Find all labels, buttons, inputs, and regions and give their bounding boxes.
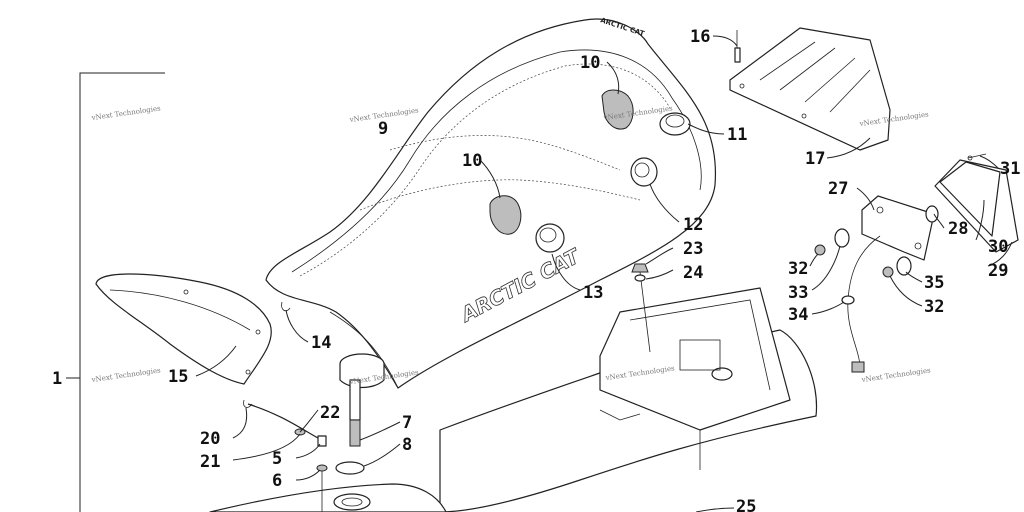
watermark: vNext Technologies bbox=[90, 104, 161, 122]
callout-10-upper: 10 bbox=[580, 53, 600, 73]
clip-14 bbox=[281, 301, 291, 312]
callout-12: 12 bbox=[683, 215, 703, 235]
callout-22: 22 bbox=[320, 403, 340, 423]
knob-13 bbox=[535, 223, 565, 253]
callout-32-left: 32 bbox=[788, 259, 808, 279]
knob-11 bbox=[659, 112, 691, 136]
seat-handle-lower bbox=[489, 195, 522, 235]
callout-10-lower: 10 bbox=[462, 151, 482, 171]
grommet-6 bbox=[316, 464, 328, 512]
assembly-bracket bbox=[66, 72, 165, 512]
fuel-tank bbox=[209, 483, 447, 512]
callout-9: 9 bbox=[378, 119, 388, 139]
callout-23: 23 bbox=[683, 239, 703, 259]
fitting-5 bbox=[317, 435, 327, 447]
callout-6: 6 bbox=[272, 471, 282, 491]
callout-11: 11 bbox=[727, 125, 747, 145]
nut-32-left bbox=[814, 244, 826, 256]
taillight-wiring bbox=[841, 235, 881, 373]
callout-32-right: 32 bbox=[924, 297, 944, 317]
nut-32-right bbox=[882, 266, 894, 278]
callout-27: 27 bbox=[828, 179, 848, 199]
storage-tray bbox=[439, 287, 818, 512]
vent-hose bbox=[243, 399, 319, 439]
callout-numbers: 1 5 6 7 8 9 10 10 11 12 13 14 15 16 17 2… bbox=[52, 27, 1020, 512]
callout-17: 17 bbox=[805, 149, 825, 169]
washer-33 bbox=[834, 228, 850, 248]
callout-15: 15 bbox=[168, 367, 188, 387]
callout-30: 30 bbox=[988, 237, 1008, 257]
watermark: vNext Technologies bbox=[90, 366, 161, 384]
o-ring-8 bbox=[335, 461, 365, 475]
callout-13: 13 bbox=[583, 283, 603, 303]
taillight-plate bbox=[861, 195, 935, 261]
seat-handle-upper bbox=[601, 89, 634, 130]
callout-21: 21 bbox=[200, 452, 220, 472]
callout-7: 7 bbox=[402, 413, 412, 433]
callout-35: 35 bbox=[924, 273, 944, 293]
callout-20: 20 bbox=[200, 429, 220, 449]
callout-14: 14 bbox=[311, 333, 331, 353]
tail-bracket bbox=[729, 27, 891, 151]
washer-24 bbox=[634, 274, 646, 282]
taillight-housing bbox=[934, 159, 1019, 253]
callout-33: 33 bbox=[788, 283, 808, 303]
callout-28: 28 bbox=[948, 219, 968, 239]
screw-16 bbox=[734, 30, 741, 63]
callout-24: 24 bbox=[683, 263, 703, 283]
callout-31: 31 bbox=[1000, 159, 1020, 179]
callout-29: 29 bbox=[988, 261, 1008, 281]
callout-5: 5 bbox=[272, 449, 282, 469]
callout-25: 25 bbox=[736, 497, 756, 512]
callout-1: 1 bbox=[52, 369, 62, 389]
watermark: vNext Technologies bbox=[860, 366, 931, 384]
bolt-23 bbox=[631, 263, 651, 353]
fuel-cap bbox=[339, 353, 385, 447]
taillight-bulb bbox=[925, 205, 939, 223]
callout-34: 34 bbox=[788, 305, 808, 325]
screw-31 bbox=[967, 153, 987, 161]
knob-12 bbox=[630, 157, 658, 187]
callout-8: 8 bbox=[402, 435, 412, 455]
callout-16: 16 bbox=[690, 27, 710, 47]
washer-35 bbox=[896, 256, 912, 276]
